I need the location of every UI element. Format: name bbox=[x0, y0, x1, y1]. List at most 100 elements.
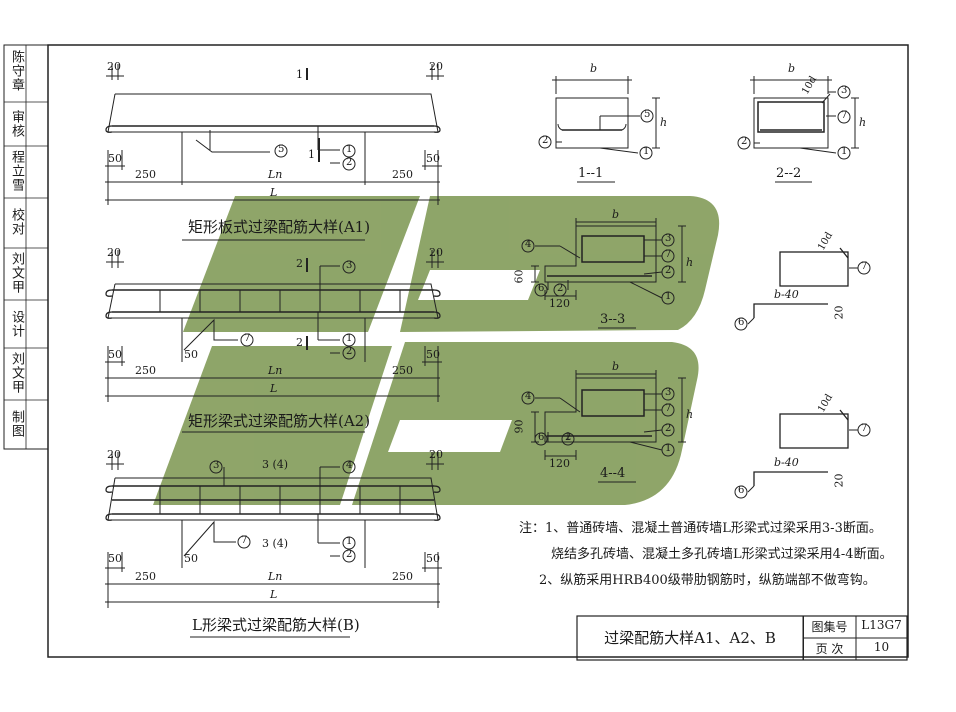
b-support-right: 50 bbox=[426, 552, 440, 565]
a1-end-dim-left: 20 bbox=[107, 60, 121, 73]
s4-rebar-3: 3 bbox=[665, 387, 672, 398]
beam-a1-elevation bbox=[105, 64, 444, 241]
a1-side-right: 250 bbox=[392, 168, 413, 181]
checker-name: 程立雪 bbox=[9, 150, 24, 192]
s2-height-label: h bbox=[859, 116, 867, 129]
a2-rebar-1: 1 bbox=[346, 333, 353, 344]
atlas-number-value: L13G7 bbox=[861, 618, 902, 632]
a2-rebar-2: 2 bbox=[346, 346, 353, 357]
s2-section-label: 2--2 bbox=[776, 166, 802, 181]
a2-side-left: 250 bbox=[135, 364, 156, 377]
s3-rebar-7: 7 bbox=[665, 249, 672, 260]
s4-height-label: h bbox=[686, 408, 694, 421]
a1-total-length: L bbox=[270, 186, 278, 199]
s2-rebar-7: 7 bbox=[841, 110, 848, 121]
b-end-dim-right: 20 bbox=[429, 448, 443, 461]
a2-support-right: 50 bbox=[426, 348, 440, 361]
s4-rebar-2: 2 bbox=[665, 423, 672, 434]
s4-rebar-6: 6 bbox=[538, 432, 545, 443]
stirrup-upper-rebar-6: 6 bbox=[738, 317, 745, 328]
note-line-3: 2、纵筋采用HRB400级带肋钢筋时，纵筋端部不做弯钩。 bbox=[539, 573, 876, 588]
b-rebar-4: 4 bbox=[346, 460, 353, 471]
s1-section-label: 1--1 bbox=[578, 166, 604, 181]
s1-rebar-5: 5 bbox=[644, 109, 651, 120]
b-side-right: 250 bbox=[392, 570, 413, 583]
a2-rebar-7: 7 bbox=[244, 333, 251, 344]
a1-section-mark-top: 1 bbox=[296, 68, 303, 81]
b-end-dim-left: 20 bbox=[107, 448, 121, 461]
page-number: 10 bbox=[873, 640, 890, 654]
stirrup-upper-height: 20 bbox=[832, 305, 846, 320]
atlas-number-label: 图集号 bbox=[811, 620, 848, 634]
b-section-mark-top: 3 (4) bbox=[262, 458, 289, 471]
a2-caption: 矩形梁式过梁配筋大样(A2) bbox=[188, 412, 371, 430]
stirrup-upper-rebar-7: 7 bbox=[861, 261, 868, 272]
beam-b-elevation bbox=[105, 452, 444, 638]
s3-section-label: 3--3 bbox=[600, 312, 626, 327]
a2-section-mark-top: 2 bbox=[296, 257, 303, 270]
a1-rebar-2: 2 bbox=[346, 157, 353, 168]
s2-rebar-1: 1 bbox=[841, 146, 848, 157]
b-side-left: 250 bbox=[135, 570, 156, 583]
s4-rebar-1: 1 bbox=[665, 443, 672, 454]
a1-side-left: 250 bbox=[135, 168, 156, 181]
s1-rebar-1: 1 bbox=[643, 146, 650, 157]
a2-support-left: 50 bbox=[108, 348, 122, 361]
s4-section-label: 4--4 bbox=[600, 466, 626, 481]
drawing-title: 过梁配筋大样A1、A2、B bbox=[577, 616, 804, 660]
designer-title: 设计 bbox=[9, 310, 24, 338]
b-rebar-2: 2 bbox=[346, 549, 353, 560]
a2-end-dim-right: 20 bbox=[429, 246, 443, 259]
note-line-1: 注：1、普通砖墙、混凝土普通砖墙L形梁式过梁采用3-3断面。 bbox=[519, 521, 882, 536]
s3-rebar-2: 2 bbox=[665, 265, 672, 276]
b-rebar-7: 7 bbox=[241, 535, 248, 546]
a2-rebar-3: 3 bbox=[346, 260, 353, 271]
b-rebar-1: 1 bbox=[346, 536, 353, 547]
design-notes: 注：1、普通砖墙、混凝土普通砖墙L形梁式过梁采用3-3断面。 烧结多孔砖墙、混凝… bbox=[519, 516, 893, 594]
section-2-2 bbox=[737, 76, 859, 183]
s3-rebar-2b: 2 bbox=[557, 283, 564, 294]
stirrup-lower-width: b-40 bbox=[774, 456, 799, 469]
stirrup-detail-lower bbox=[734, 409, 871, 499]
drawer-name: 刘文甲 bbox=[9, 352, 24, 394]
a2-side-right: 250 bbox=[392, 364, 413, 377]
section-1-1 bbox=[538, 76, 660, 183]
s3-height-label: h bbox=[686, 256, 694, 269]
reviewer-name: 陈守章 bbox=[9, 50, 24, 92]
s2-width-label: b bbox=[788, 62, 796, 75]
designer-name: 刘文甲 bbox=[9, 252, 24, 294]
a2-support-left-inner: 50 bbox=[184, 348, 198, 361]
s3-rebar-1: 1 bbox=[665, 291, 672, 302]
s3-rebar-6: 6 bbox=[538, 283, 545, 294]
beam-a2-elevation bbox=[105, 250, 444, 433]
b-clear-span: Ln bbox=[268, 570, 283, 583]
s4-width-label: b bbox=[612, 360, 620, 373]
checker-title: 校对 bbox=[9, 208, 24, 236]
a1-rebar-5: 5 bbox=[278, 144, 285, 155]
b-support-left-inner: 50 bbox=[184, 552, 198, 565]
s4-dim-120: 120 bbox=[549, 457, 570, 470]
a2-clear-span: Ln bbox=[268, 364, 283, 377]
s2-rebar-3: 3 bbox=[841, 85, 848, 96]
s1-width-label: b bbox=[590, 62, 598, 75]
a2-total-length: L bbox=[270, 382, 278, 395]
s3-dim-60: 60 bbox=[512, 269, 526, 284]
drawer-title: 制图 bbox=[9, 410, 24, 438]
b-caption: L形梁式过梁配筋大样(B) bbox=[192, 616, 360, 634]
a2-section-mark-bottom: 2 bbox=[296, 336, 303, 349]
title-block: 过梁配筋大样A1、A2、B 图集号 L13G7 页 次 10 bbox=[577, 616, 907, 660]
b-total-length: L bbox=[270, 588, 278, 601]
stirrup-upper-width: b-40 bbox=[774, 288, 799, 301]
b-section-mark-bottom: 3 (4) bbox=[262, 537, 289, 550]
stirrup-lower-rebar-6: 6 bbox=[738, 485, 745, 496]
s1-height-label: h bbox=[660, 116, 668, 129]
b-rebar-3: 3 bbox=[213, 460, 220, 471]
a1-support-right: 50 bbox=[426, 152, 440, 165]
a1-end-dim-right: 20 bbox=[429, 60, 443, 73]
s4-rebar-7: 7 bbox=[665, 403, 672, 414]
page-label: 页 次 bbox=[815, 642, 844, 656]
note-line-2: 烧结多孔砖墙、混凝土多孔砖墙L形梁式过梁采用4-4断面。 bbox=[551, 547, 893, 562]
s3-dim-120: 120 bbox=[549, 297, 570, 310]
stirrup-lower-rebar-7: 7 bbox=[861, 423, 868, 434]
